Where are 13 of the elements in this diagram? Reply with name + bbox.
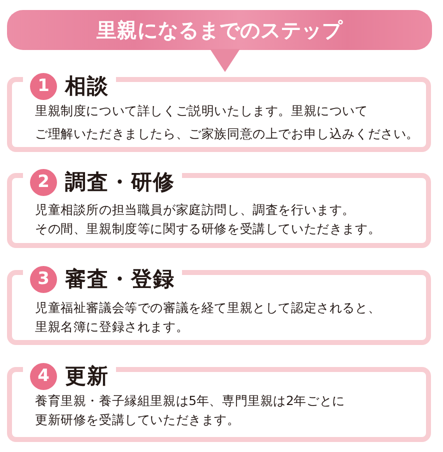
- step-number: 3: [30, 266, 57, 292]
- step-number: 1: [30, 72, 57, 100]
- step-heading: 審査・登録: [65, 266, 175, 292]
- step-heading: 相談: [65, 73, 109, 99]
- step-description: 里親制度について詳しくご説明いたします。里親についてご理解いただきましたら、ご家族同意の上でお申し込みください。: [35, 102, 420, 142]
- step-number: 2: [30, 168, 57, 196]
- step-number: 4: [30, 362, 57, 390]
- step-description: 児童福祉審議会等での審議を経て里親として認定されると、里親名簿に登録されます。: [35, 298, 381, 336]
- step-description: 養育里親・養子縁組里親は5年、専門里親は2年ごとに更新研修を受講していただきます。: [35, 392, 345, 428]
- step-description: 児童相談所の担当職員が家庭訪問し、調査を行います。その間、里親制度等に関する研修を受講していただきます。: [35, 200, 381, 238]
- step-heading: 更新: [65, 363, 109, 389]
- step-heading: 調査・研修: [65, 169, 175, 195]
- title-banner: 里親になるまでのステップ: [7, 10, 432, 50]
